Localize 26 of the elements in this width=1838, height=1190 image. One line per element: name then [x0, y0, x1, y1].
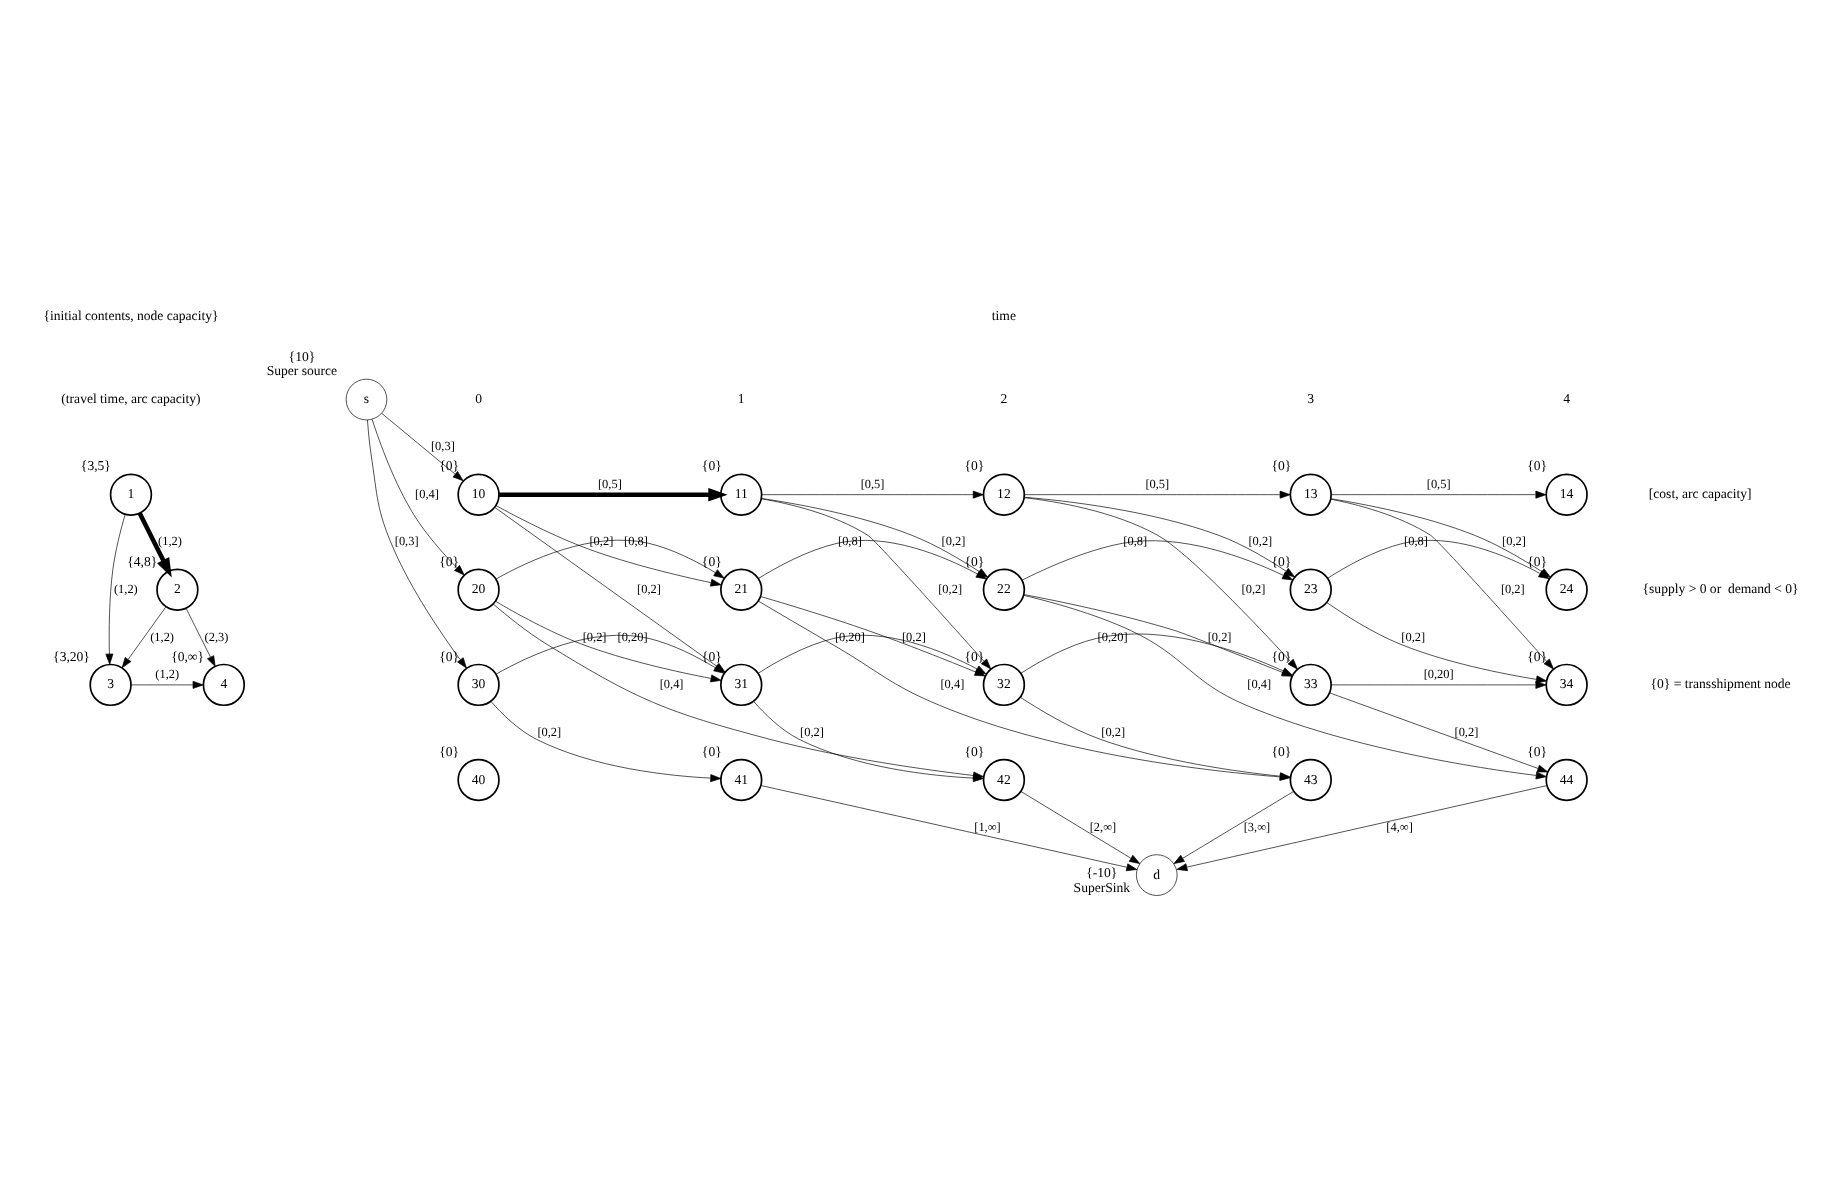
arrow: [761, 489, 984, 498]
arrow: [1329, 691, 1549, 772]
arrow: [381, 412, 464, 481]
arrow: [1020, 790, 1141, 863]
arrow: [1176, 784, 1548, 870]
arrow: [131, 679, 204, 688]
arrow: [495, 504, 722, 586]
arrow: [121, 605, 167, 668]
arrow: [1330, 679, 1547, 688]
arrow: [1024, 495, 1296, 577]
arrow: [490, 700, 722, 781]
arrow: [105, 513, 126, 664]
arrow: [1021, 539, 1294, 580]
arrow: [185, 607, 216, 666]
arrow: [1024, 489, 1291, 498]
arrow: [496, 538, 725, 579]
arrow: [1326, 601, 1547, 683]
arrow: [1330, 489, 1547, 498]
arrow: [367, 418, 467, 668]
arrow: [1173, 790, 1294, 863]
arrow: [499, 486, 728, 501]
arrow: [760, 784, 1138, 871]
arrow: [495, 599, 722, 682]
arrow: [137, 511, 172, 577]
arrow: [371, 418, 465, 575]
arrow: [1023, 496, 1298, 669]
